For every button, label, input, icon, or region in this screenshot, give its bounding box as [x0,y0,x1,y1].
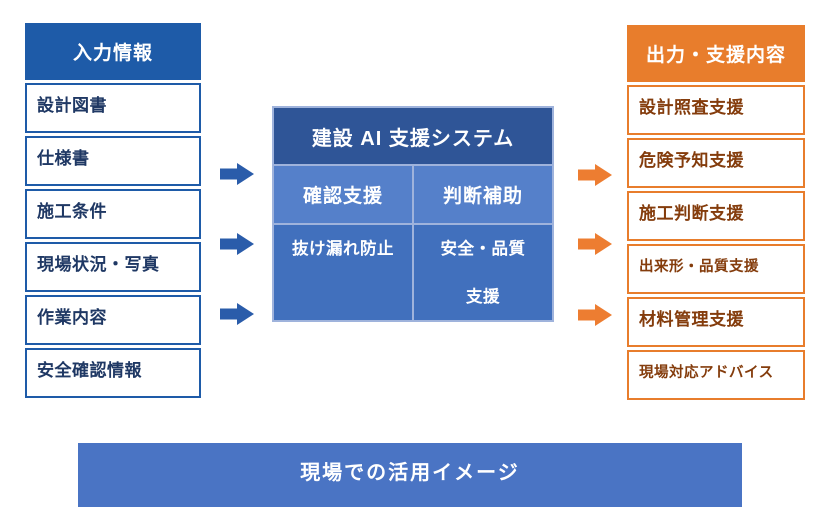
system-cell-omission-prevention: 抜け漏れ防止 [274,225,412,320]
input-panel: 入力情報 設計図書 仕様書 施工条件 現場状況・写真 作業内容 安全確認情報 [25,23,201,398]
output-item-onsite-advice: 現場対応アドバイス [627,350,805,400]
system-column-judgment-assist: 判断補助 [414,166,552,223]
output-panel: 出力・支援内容 設計照査支援 危険予知支援 施工判断支援 出来形・品質支援 材料… [627,25,805,400]
ai-system-panel: 建設 AI 支援システム 確認支援 判断補助 抜け漏れ防止 安全・品質 支援 [272,106,554,322]
arrow-shape [220,233,254,255]
arrow-shape [578,164,612,186]
system-cell-line2: 支援 [466,288,500,306]
flow-arrow-output-1 [578,164,612,186]
input-item-safety-check-info: 安全確認情報 [25,348,201,398]
ai-system-title: 建設 AI 支援システム [274,108,552,164]
arrow-shape [578,233,612,255]
system-cell-line1: 安全・品質 [440,240,526,258]
arrow-shape [578,304,612,326]
system-cell-safety-quality-support: 安全・品質 支援 [414,225,552,320]
input-item-design-documents: 設計図書 [25,83,201,133]
flow-arrow-input-1 [220,163,254,185]
output-item-asbuilt-quality-support: 出来形・品質支援 [627,244,805,294]
input-panel-header: 入力情報 [25,23,201,80]
input-item-specifications: 仕様書 [25,136,201,186]
output-item-material-management-support: 材料管理支援 [627,297,805,347]
flow-arrow-output-2 [578,233,612,255]
flow-arrow-input-3 [220,303,254,325]
flow-arrow-output-3 [578,304,612,326]
system-column-confirmation-support: 確認支援 [274,166,412,223]
site-usage-banner: 現場での活用イメージ [78,443,742,507]
output-panel-header: 出力・支援内容 [627,25,805,82]
input-item-construction-conditions: 施工条件 [25,189,201,239]
output-item-design-review-support: 設計照査支援 [627,85,805,135]
output-item-construction-judgment-support: 施工判断支援 [627,191,805,241]
output-item-hazard-prediction-support: 危険予知支援 [627,138,805,188]
arrow-shape [220,163,254,185]
input-item-work-content: 作業内容 [25,295,201,345]
flow-arrow-input-2 [220,233,254,255]
input-item-site-status-photos: 現場状況・写真 [25,242,201,292]
arrow-shape [220,303,254,325]
